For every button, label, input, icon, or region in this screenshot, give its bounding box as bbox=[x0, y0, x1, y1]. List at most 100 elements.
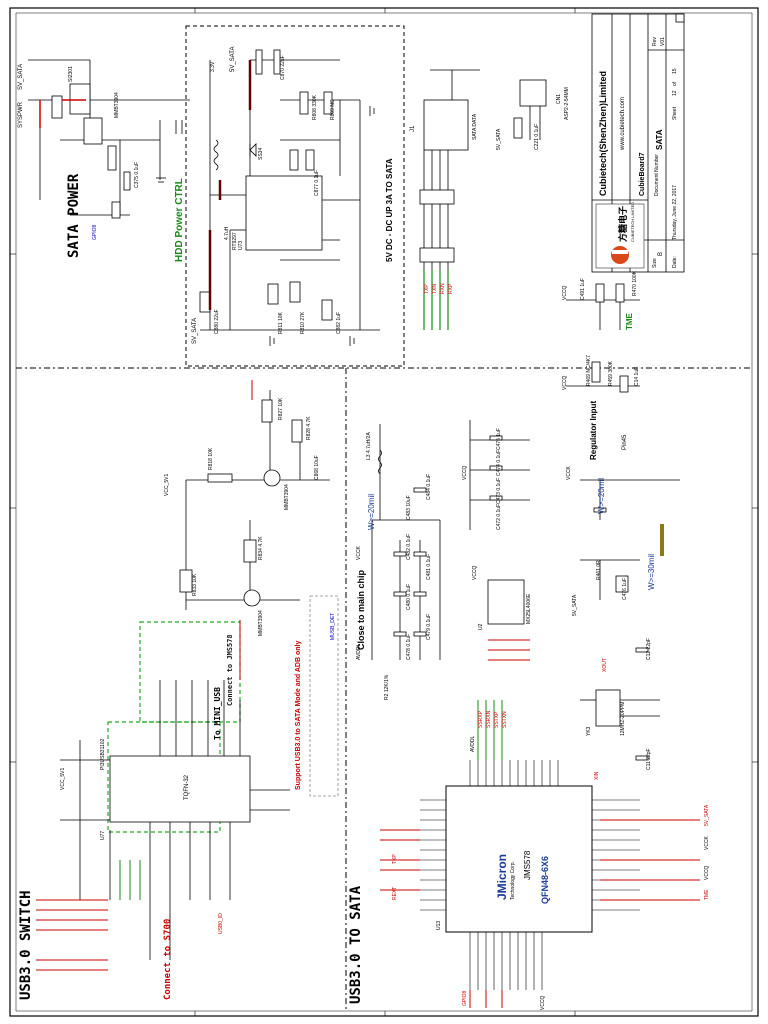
net-ssrxn: SSRXN bbox=[486, 710, 492, 728]
sata-power-circuit bbox=[28, 59, 190, 219]
part-c478: C478 0.1uF bbox=[406, 634, 412, 660]
usb-switch-red-nets bbox=[36, 899, 108, 971]
label-rev: Rev bbox=[652, 37, 658, 46]
net-avddl-u13: AVDDL bbox=[470, 735, 476, 752]
u73-ref: U73 bbox=[238, 241, 244, 250]
part-c14: C14 1uF bbox=[634, 367, 640, 386]
net-vccq-bottom: VCCQ bbox=[540, 995, 546, 1010]
part-c481: C481 0.1uF bbox=[426, 554, 432, 580]
spi-flash-u2 bbox=[487, 579, 525, 625]
usb-to-sata-title: USB3.0 TO SATA bbox=[348, 885, 364, 1004]
sheet-name: SATA bbox=[655, 129, 664, 150]
part-c476: C476 1uF bbox=[622, 578, 628, 600]
net-3v3-dcdc: 3.3V bbox=[210, 61, 216, 72]
net-5v-sata-j1: 5V_SATA bbox=[496, 128, 502, 150]
sheet-total: 15 bbox=[672, 68, 678, 74]
jms578-pkg: QFN48-6X6 bbox=[540, 856, 550, 904]
yk3-ref: YK3 bbox=[586, 726, 592, 736]
net-musb-det: MUSB_DET bbox=[330, 613, 336, 640]
part-c491: C491 1uF bbox=[580, 278, 586, 300]
u73-part: RT9297 bbox=[232, 232, 238, 250]
part-c868: C868 10uF bbox=[314, 455, 320, 480]
part-r2: R2 12K/1% bbox=[384, 674, 390, 700]
cn1-ref: CN1 bbox=[556, 94, 562, 104]
part-c11: C11 22pF bbox=[646, 748, 652, 770]
jms578-sub: Technology Corp. bbox=[510, 861, 516, 900]
net-txn-j1: TXN bbox=[432, 284, 438, 294]
label-size: Size bbox=[652, 258, 658, 268]
usb-control-red-nets bbox=[239, 380, 253, 680]
part-r828: R828 4.7K bbox=[306, 416, 312, 440]
part-c480: C480 0.1uF bbox=[406, 584, 412, 610]
net-xout: XOUT bbox=[602, 658, 608, 672]
usb-switch-u77 bbox=[60, 680, 290, 960]
net-vccq-cap: VCCQ bbox=[462, 465, 468, 480]
regulator-input-label: Regulator Input bbox=[589, 401, 598, 460]
sheet-border bbox=[9, 7, 759, 1017]
part-r-375: C375 0.1uF bbox=[134, 162, 140, 188]
j1-part: SATA DATA bbox=[472, 113, 478, 140]
part-c221: C221 0.1uF bbox=[534, 124, 540, 150]
ground-symbols-dcdc bbox=[269, 106, 375, 346]
company-name: Cubietech(ShenZhen)Limited bbox=[598, 71, 608, 196]
l57-part: 4.7uH bbox=[224, 226, 230, 240]
part-c882: C882 1uF bbox=[336, 312, 342, 334]
net-vcc5v-ctrl: VCC_5V1 bbox=[164, 474, 170, 496]
sata-power-title: SATA POWER bbox=[66, 173, 82, 258]
dcdc-circuit bbox=[199, 49, 380, 331]
u77-part: PI3USB31102 bbox=[100, 738, 106, 770]
part-l3: L3 4.7uH/2A bbox=[366, 432, 372, 460]
label-document-number: Document Number bbox=[654, 154, 660, 196]
usb-switch-green-nets bbox=[119, 860, 141, 900]
w30mil-label: W>=30mil bbox=[647, 554, 656, 590]
pin45-label: Pin45 bbox=[622, 434, 628, 450]
sata-connector-j1 bbox=[419, 69, 480, 320]
net-vcck-u13: VCCK bbox=[704, 835, 710, 850]
dcdc-thick-rails bbox=[208, 60, 252, 310]
net-sstxn: SSTXN bbox=[502, 711, 508, 728]
label-sheet: Sheet bbox=[672, 106, 678, 120]
usb-control-transistors bbox=[179, 390, 330, 610]
part-q8: MMBT3904 bbox=[114, 92, 120, 118]
u2-ref: U2 bbox=[478, 623, 484, 630]
net-ssrxp: SSRXP bbox=[478, 710, 484, 728]
ground-symbols-top bbox=[156, 120, 183, 183]
part-q15: SI2301 bbox=[68, 66, 74, 82]
support-note: Support USB3.0 to SATA Mode and ADB only bbox=[295, 641, 302, 790]
part-r469: R469 NC/4K7 bbox=[586, 355, 592, 386]
net-txp-u13: TXP bbox=[392, 854, 398, 864]
close-to-chip-label: Close to main chip bbox=[356, 569, 366, 650]
u77-ref: U77 bbox=[100, 831, 106, 840]
connect-jms578-box bbox=[139, 621, 241, 723]
jms578-part: JMS578 bbox=[523, 850, 532, 880]
part-r811: R811 10K bbox=[278, 311, 284, 334]
part-r459: R459 300K bbox=[608, 360, 614, 386]
rev-value: V01 bbox=[660, 37, 666, 46]
part-c484: C484 0.1uF bbox=[426, 474, 432, 500]
cn1-part: ASP2-2-54MM bbox=[564, 87, 570, 120]
net-sv-sata-top: SV_SATA bbox=[18, 64, 24, 90]
net-usb-id: USB0_ID bbox=[218, 913, 224, 934]
net-5v-sata-dcdc: 5V_SATA bbox=[230, 47, 236, 72]
j1-ref: J1 bbox=[410, 125, 416, 132]
sheet-number: 12 bbox=[672, 90, 678, 96]
sata-power-red-nets bbox=[39, 99, 86, 128]
part-c12: C12 22pF bbox=[646, 638, 652, 660]
sheet-of: of bbox=[672, 81, 678, 86]
net-gpio-u13: GPIO8 bbox=[462, 990, 468, 1006]
net-avddl-row: AVDDL bbox=[356, 643, 362, 660]
part-c483: C483 10uF bbox=[406, 495, 412, 520]
net-vccq-tme: VCCQ bbox=[562, 285, 568, 300]
support-note-box bbox=[309, 595, 339, 797]
jms578-brand: JMicron bbox=[495, 854, 509, 900]
net-txp-j1: TXP bbox=[424, 284, 430, 294]
logo-en: CUBIETECH LIMITED bbox=[630, 202, 635, 242]
yk3-part: 12MHZ-20PPM bbox=[620, 702, 626, 736]
net-vcc-5v-u77: VCC_5V1 bbox=[60, 768, 66, 790]
part-r810: R810 27K bbox=[300, 311, 306, 334]
label-date: Date: bbox=[672, 256, 678, 268]
net-gpio-sata: GPIO8 bbox=[92, 224, 98, 240]
part-q11: MMBT3904 bbox=[284, 484, 290, 510]
part-c473: C473 0.1uF bbox=[496, 478, 502, 504]
